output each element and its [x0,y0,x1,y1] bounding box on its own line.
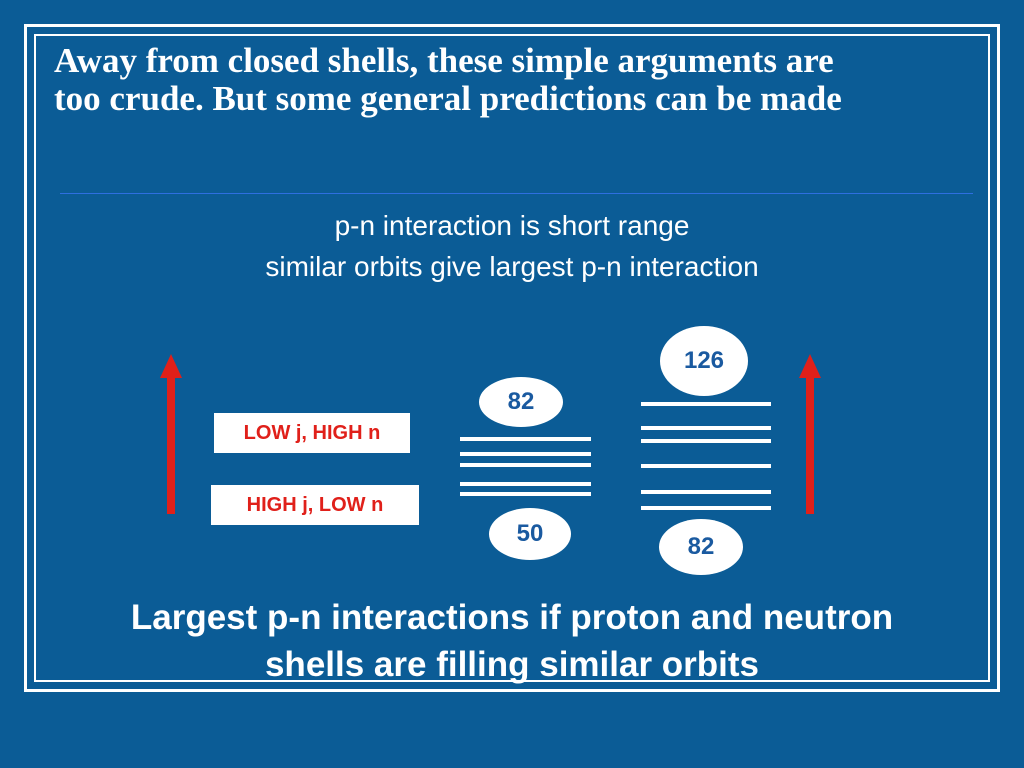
shell-level-line [641,490,771,494]
shell-level-line [460,437,591,441]
right-shell-top-bubble: 126 [660,326,748,396]
right-up-arrow-icon [799,354,821,514]
left-shell-bottom-bubble: 50 [489,508,571,560]
outer-frame [24,24,1000,692]
shell-level-line [641,506,771,510]
title-divider [60,193,973,194]
left-up-arrow-icon [160,354,182,514]
shell-level-line [460,452,591,456]
low-j-high-n-label: LOW j, HIGH n [214,413,410,453]
title-line-1: Away from closed shells, these simple ar… [54,41,834,80]
shell-level-line [641,439,771,443]
title-line-2: too crude. But some general predictions … [54,79,842,118]
shell-level-line [460,482,591,486]
conclusion-line-2: shells are filling similar orbits [264,645,760,684]
subtitle-line-1: p-n interaction is short range [334,210,690,241]
shell-level-line [641,402,771,406]
right-shell-bottom-bubble: 82 [659,519,743,575]
slide-title: Away from closed shells, these simple ar… [54,42,974,118]
conclusion-text: Largest p-n interactions if proton and n… [0,594,1024,688]
inner-frame [34,34,990,682]
left-shell-top-bubble: 82 [479,377,563,427]
shell-level-line [641,464,771,468]
shell-level-line [460,492,591,496]
subtitle-line-2: similar orbits give largest p-n interact… [265,251,759,282]
high-j-low-n-label: HIGH j, LOW n [211,485,419,525]
shell-level-line [460,463,591,467]
shell-level-line [641,426,771,430]
conclusion-line-1: Largest p-n interactions if proton and n… [130,598,894,637]
